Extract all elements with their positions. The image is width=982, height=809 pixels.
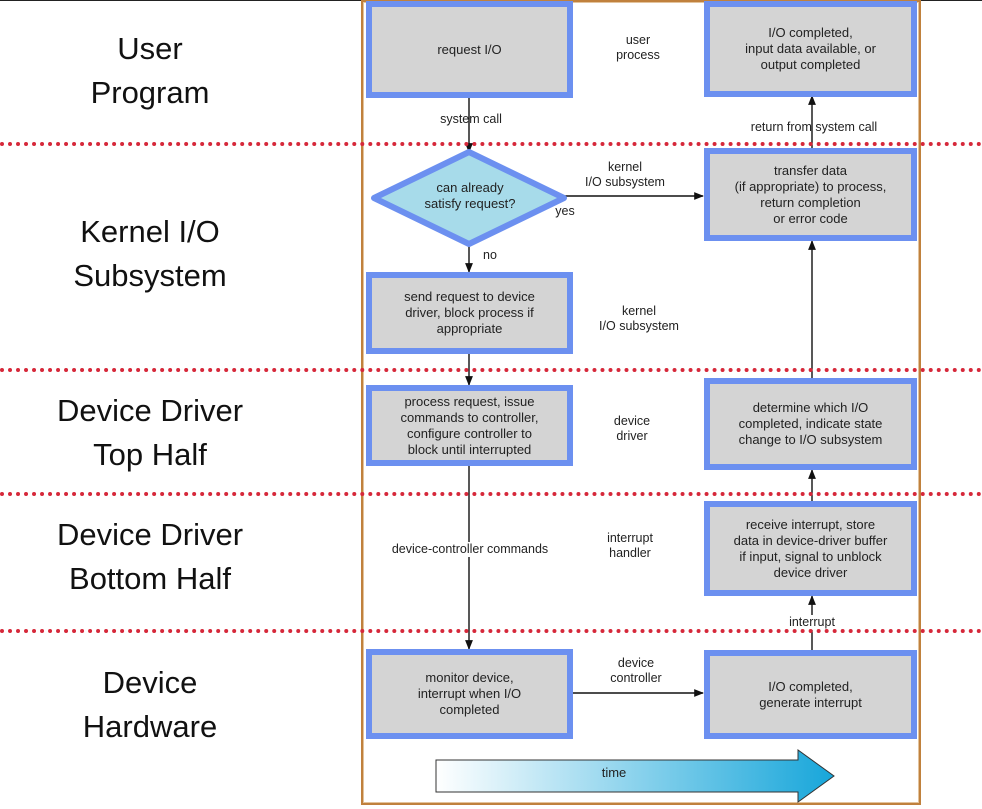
divider-kernel-top-half <box>0 368 982 372</box>
box-text: process request, issue commands to contr… <box>400 393 539 457</box>
layer-label-user-program: User Program <box>0 27 300 115</box>
note-return-from-system-call: return from system call <box>750 120 878 134</box>
layer-label-line: Device Driver <box>56 393 244 428</box>
box-text: I/O completed, generate interrupt <box>759 678 862 710</box>
layer-label-kernel-io-subsystem: Kernel I/O Subsystem <box>0 210 300 298</box>
layer-label-line: Top Half <box>93 437 207 472</box>
box-send-request: send request to device driver, block pro… <box>366 272 573 354</box>
layer-label-line: Device Driver <box>56 517 244 552</box>
divider-user-kernel <box>0 142 982 146</box>
time-arrow-shape <box>435 749 835 803</box>
divider-top-bottom-half <box>0 492 982 496</box>
note-device-driver: device driver <box>613 414 651 443</box>
box-io-completed-user: I/O completed, input data available, or … <box>704 1 917 97</box>
box-text: request I/O <box>437 41 502 57</box>
note-no: no <box>483 248 497 262</box>
note-device-controller: device controller <box>610 656 662 685</box>
note-device-controller-commands: device-controller commands <box>373 542 567 557</box>
box-request-io: request I/O <box>366 1 573 98</box>
box-text: receive interrupt, store data in device-… <box>733 516 888 580</box>
decision-text: can already satisfy request? <box>424 180 516 211</box>
divider-bottom-half-hardware <box>0 629 982 633</box>
box-text: determine which I/O completed, indicate … <box>738 400 883 447</box>
note-kernel-io-subsystem-2: kernel I/O subsystem <box>599 304 679 333</box>
layer-label-device-hardware: Device Hardware <box>0 661 300 749</box>
decision-diamond <box>371 149 567 247</box>
box-text: I/O completed, input data available, or … <box>745 25 876 72</box>
note-user-process: user process <box>616 33 660 62</box>
box-text: send request to device driver, block pro… <box>404 289 535 336</box>
layer-label-device-driver-bottom-half: Device Driver Bottom Half <box>0 513 300 601</box>
box-io-completed-hw: I/O completed, generate interrupt <box>704 650 917 739</box>
layer-label-line: User <box>117 31 183 66</box>
note-kernel-io-subsystem-1: kernel I/O subsystem <box>585 160 665 189</box>
box-determine-io: determine which I/O completed, indicate … <box>704 378 917 470</box>
layer-label-line: Hardware <box>82 709 218 744</box>
layer-label-device-driver-top-half: Device Driver Top Half <box>0 389 300 477</box>
note-interrupt: interrupt <box>770 615 854 630</box>
box-text: monitor device, interrupt when I/O compl… <box>417 670 522 717</box>
layer-label-line: Kernel I/O <box>80 214 220 249</box>
layer-label-line: Bottom Half <box>69 561 231 596</box>
box-transfer-data: transfer data (if appropriate) to proces… <box>704 148 917 241</box>
note-yes: yes <box>555 204 575 218</box>
layer-label-line: Device <box>102 665 198 700</box>
box-text: transfer data (if appropriate) to proces… <box>734 162 887 226</box>
box-receive-interrupt: receive interrupt, store data in device-… <box>704 501 917 596</box>
box-monitor-device: monitor device, interrupt when I/O compl… <box>366 649 573 739</box>
layer-label-line: Subsystem <box>73 258 227 293</box>
layer-label-line: Program <box>90 75 210 110</box>
time-label: time <box>601 765 627 780</box>
box-process-request: process request, issue commands to contr… <box>366 385 573 466</box>
note-system-call: system call <box>440 112 502 126</box>
note-interrupt-handler: interrupt handler <box>607 531 653 560</box>
